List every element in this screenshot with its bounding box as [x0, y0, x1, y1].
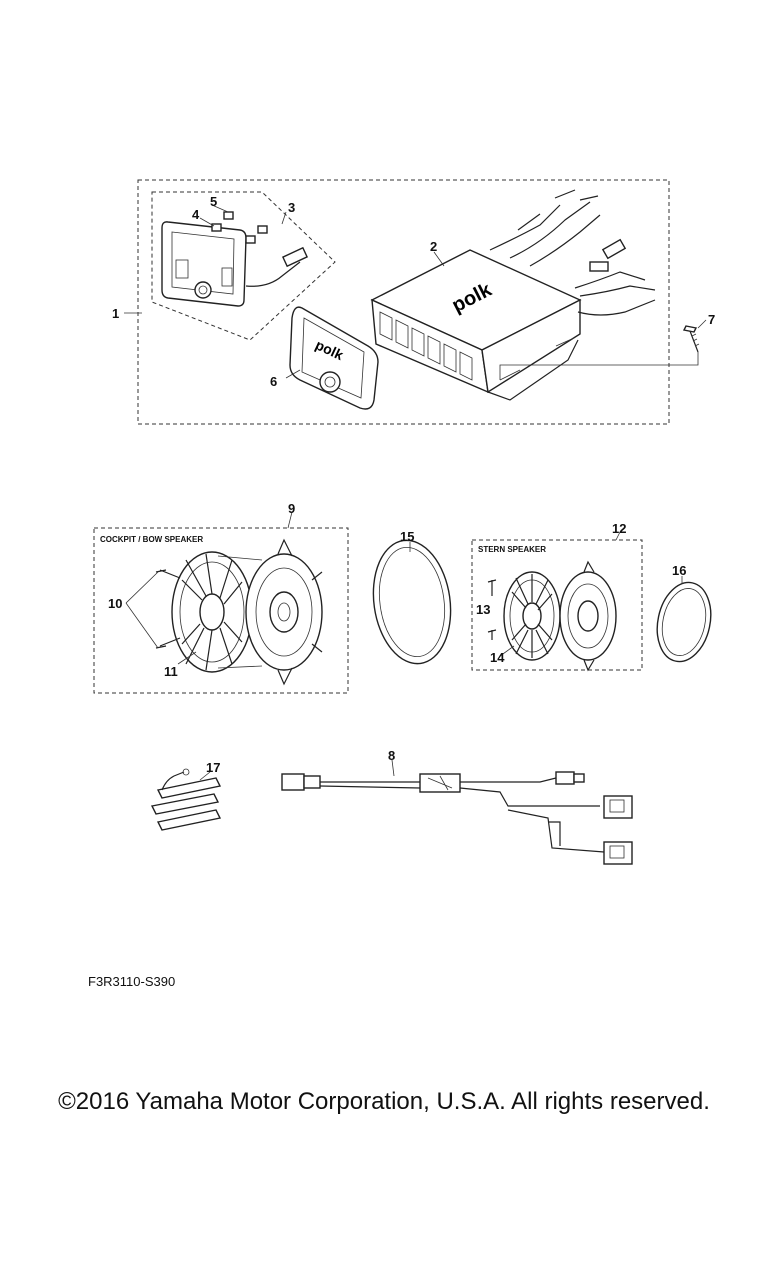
leaders-top: [124, 204, 707, 380]
assembly-1-boundary: [137, 179, 670, 425]
main-unit: polk: [370, 189, 656, 401]
bezel: polk: [289, 306, 379, 410]
callout-10: 10: [108, 596, 122, 611]
screw-7: [682, 325, 700, 353]
callout-13: 13: [476, 602, 490, 617]
cockpit-speaker-grille: [171, 551, 263, 673]
callout-6: 6: [270, 374, 277, 389]
gasket-16: [656, 576, 712, 663]
callout-12: 12: [612, 521, 626, 536]
stern-speaker-boundary: [471, 539, 643, 671]
gasket-15: [372, 539, 452, 665]
callout-11: 11: [164, 664, 178, 679]
cockpit-speaker: [245, 538, 323, 686]
callout-8: 8: [388, 748, 395, 763]
harness-8: [281, 759, 633, 865]
callout-7: 7: [708, 312, 715, 327]
cockpit-bow-speaker-title: COCKPIT / BOW SPEAKER: [100, 535, 203, 544]
callout-2: 2: [430, 239, 437, 254]
stern-speaker-title: STERN SPEAKER: [478, 545, 546, 554]
part-17-clips: [150, 768, 222, 831]
callout-15: 15: [400, 529, 414, 544]
leaders-stern: [499, 531, 621, 657]
callout-5: 5: [210, 194, 217, 209]
callout-4: 4: [192, 207, 200, 222]
stern-grille-screws: [487, 579, 497, 640]
cockpit-bow-speaker-boundary: [93, 527, 349, 694]
callout-16: 16: [672, 563, 686, 578]
figure-code: F3R3110-S390: [88, 974, 176, 989]
assembly-3-boundary: [151, 191, 336, 341]
stern-speaker: [559, 560, 617, 672]
head-unit: [161, 211, 309, 307]
leaders-cockpit: [125, 511, 293, 665]
copyright-notice: ©2016 Yamaha Motor Corporation, U.S.A. A…: [58, 1088, 710, 1115]
stern-speaker-grille: [503, 571, 561, 661]
callout-17: 17: [206, 760, 220, 775]
callout-9: 9: [288, 501, 295, 516]
callout-1: 1: [112, 306, 119, 321]
callout-3: 3: [288, 200, 295, 215]
callout-14: 14: [490, 650, 505, 665]
